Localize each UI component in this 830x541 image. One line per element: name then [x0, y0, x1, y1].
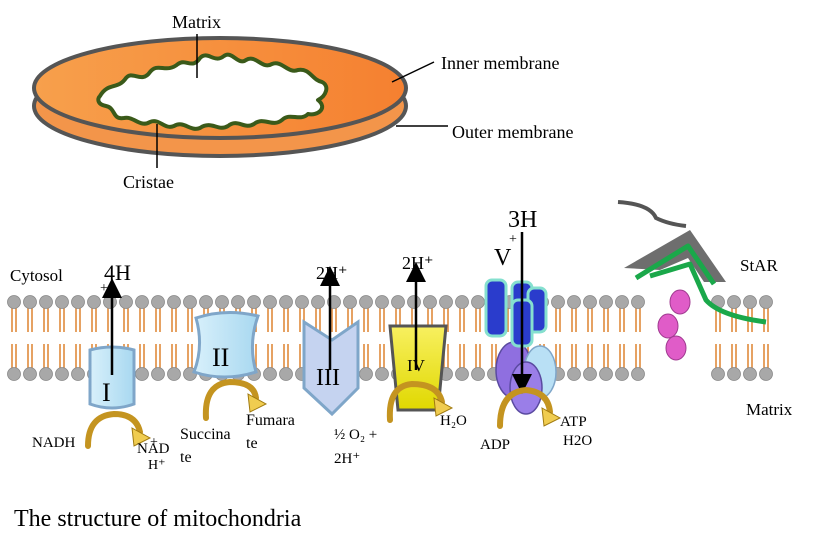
nadh-label: NADH	[32, 435, 76, 451]
cristae-shape	[96, 52, 329, 131]
lipid	[151, 295, 165, 381]
lipid	[135, 295, 149, 381]
h2o-v-label: H2O	[563, 433, 593, 449]
atp-label: ATP	[560, 414, 587, 430]
fumarate-label-2: te	[246, 435, 258, 452]
proton-i-label: 4H	[104, 260, 131, 285]
complex-ii	[192, 311, 260, 379]
lipid	[743, 295, 757, 381]
mitochondrion	[32, 34, 448, 168]
lipid	[263, 295, 277, 381]
lipid	[471, 295, 485, 381]
nad-h-label: H⁺	[148, 458, 166, 473]
fumarate-label-1: Fumara	[246, 412, 295, 429]
matrix-top-label: Matrix	[172, 12, 221, 32]
lipid	[759, 295, 773, 381]
complex-v	[484, 232, 557, 415]
lipid	[599, 295, 613, 381]
inner-membrane-pointer	[391, 61, 435, 83]
lipid	[615, 295, 629, 381]
star-label: StAR	[740, 256, 778, 275]
complex-iii	[302, 266, 360, 417]
nad-label: NAD	[137, 441, 170, 457]
reaction-arrows	[85, 378, 553, 449]
lipid	[279, 295, 293, 381]
complex-iii-label: III	[316, 365, 340, 391]
reaction-arrowheads	[131, 393, 562, 447]
lipid	[583, 295, 597, 381]
lipid	[359, 295, 373, 381]
lipid	[727, 295, 741, 381]
half-o2-label: ½ O₂ +	[334, 427, 378, 443]
lipid	[631, 295, 645, 381]
two-h-label: 2H⁺	[334, 451, 361, 467]
adp-label: ADP	[480, 437, 511, 453]
nad-plus: +	[150, 435, 158, 450]
lipid	[375, 295, 389, 381]
lipid	[551, 295, 565, 381]
lipid	[39, 295, 53, 381]
complex-i	[88, 278, 136, 410]
caption: The structure of mitochondria	[14, 506, 302, 532]
complex-iv-label: IV	[407, 356, 425, 375]
lipid	[567, 295, 581, 381]
lipid	[7, 295, 21, 381]
cytosol-label: Cytosol	[10, 266, 63, 285]
succinate-label-2: te	[180, 449, 192, 466]
h2o-iv-label: H₂O	[440, 413, 467, 429]
proton-v-plus: +	[509, 232, 517, 247]
star-protein	[617, 200, 767, 361]
proton-iv-label: 2H⁺	[402, 253, 434, 273]
lipid	[167, 295, 181, 381]
cristae-label: Cristae	[123, 172, 174, 192]
proton-i-plus: +	[100, 281, 108, 296]
proton-iii-label: 2H⁺	[316, 263, 348, 283]
lipid	[23, 295, 37, 381]
complex-v-label: V	[494, 245, 512, 271]
complex-ii-label: II	[212, 343, 230, 372]
lipid	[71, 295, 85, 381]
outer-membrane-label: Outer membrane	[452, 122, 574, 142]
lipid	[183, 295, 197, 381]
inner-membrane-label: Inner membrane	[441, 53, 560, 73]
matrix-right-label: Matrix	[746, 400, 793, 419]
proton-v-label: 3H	[508, 207, 538, 233]
lipid	[55, 295, 69, 381]
succinate-label-1: Succina	[180, 426, 231, 443]
complex-i-label: I	[102, 378, 111, 407]
lipid	[455, 295, 469, 381]
